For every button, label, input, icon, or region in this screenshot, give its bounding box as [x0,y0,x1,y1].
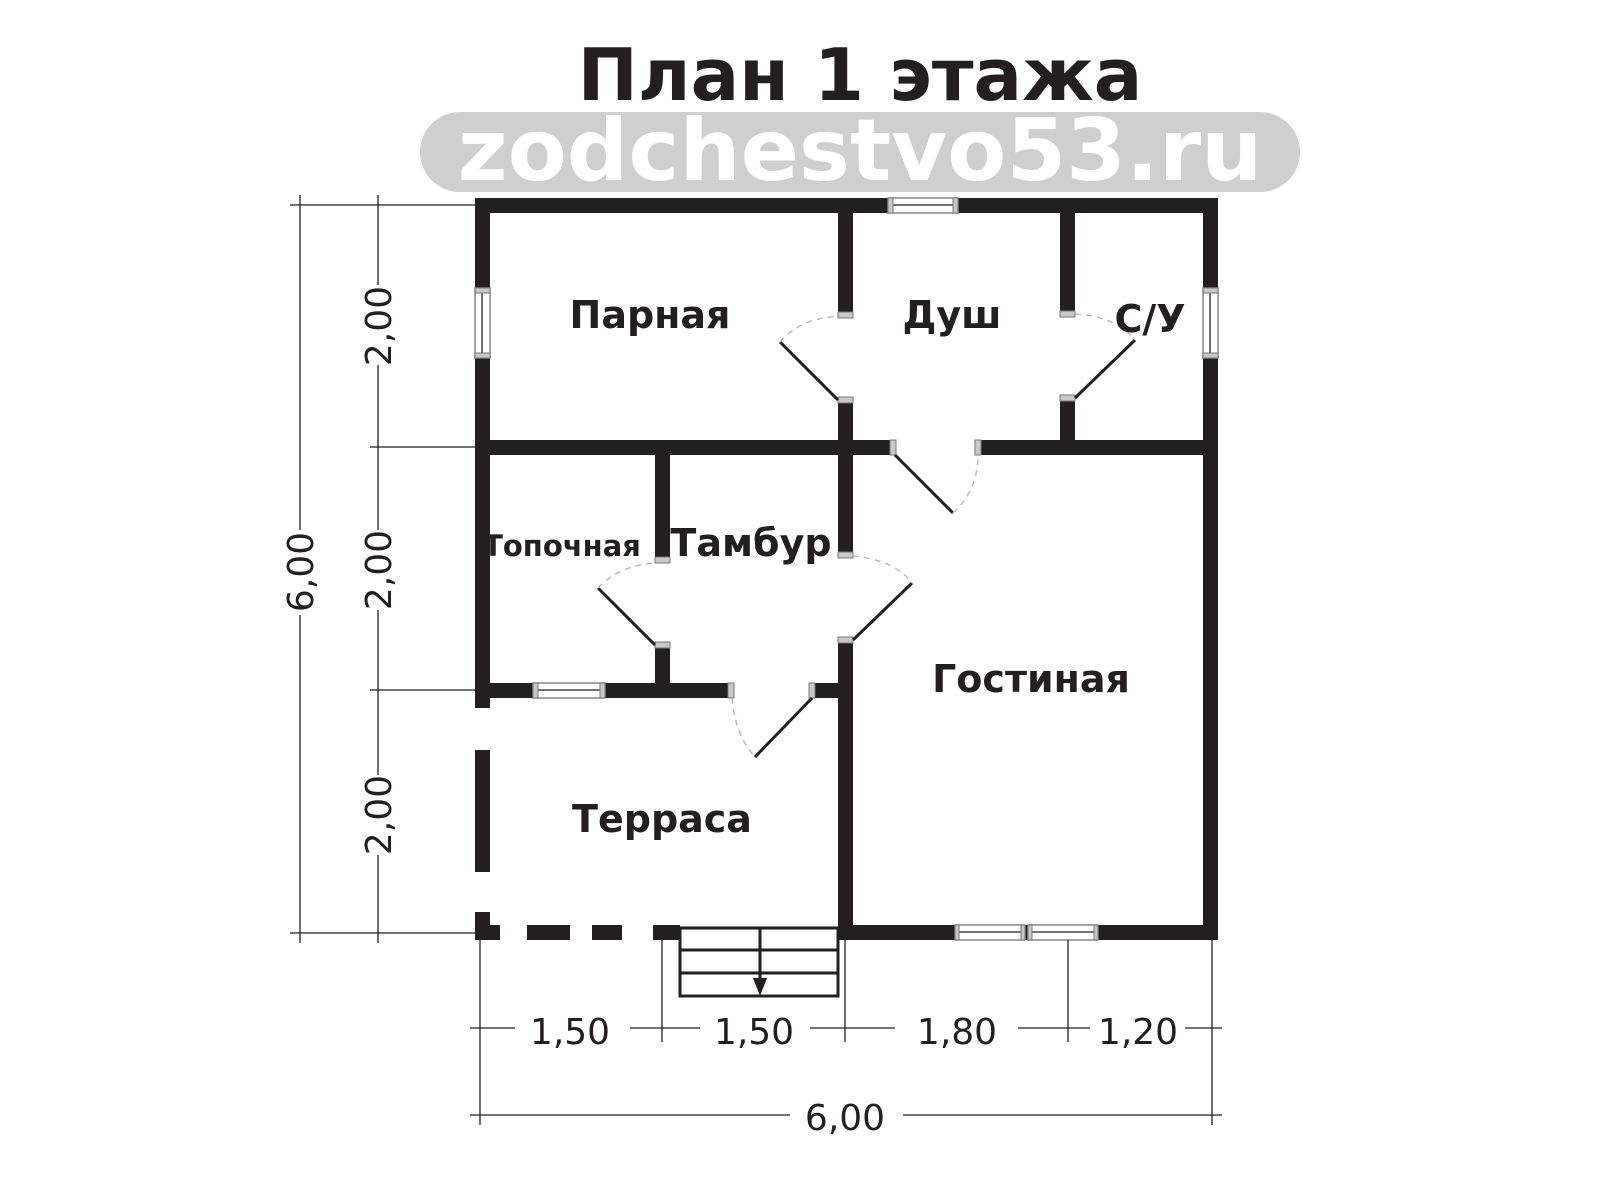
dimension-bottom-total: 6,00 [805,1098,885,1139]
room-label-tambur: Тамбур [670,521,831,565]
room-label-terrasa: Терраса [572,797,752,841]
room-label-topochnaya: Топочная [483,529,641,563]
watermark: zodchestvo53.ru [458,101,1263,201]
watermark-backdrop [420,112,1300,192]
dimension-bottom-segment: 1,50 [714,1012,794,1053]
stairs-down-arrow-icon [753,978,767,996]
plan-title: План 1 этажа [578,33,1143,117]
dimension-bottom-segment: 1,20 [1098,1012,1178,1053]
terrace-railing [475,750,680,940]
room-label-dush: Душ [903,293,1002,337]
room-label-parnaya: Парная [570,293,731,337]
entrance-stairs [678,926,840,998]
dimension-left-segment: 2,00 [359,286,400,366]
room-label-gostinaya: Гостиная [932,657,1130,701]
room-label-su: С/У [1114,297,1185,341]
left-dimension-lines [290,195,475,943]
windows [474,197,1219,941]
dimension-bottom-segment: 1,80 [917,1012,997,1053]
walls [475,198,1218,940]
dimension-left-segment: 2,00 [359,775,400,855]
bottom-dimension-lines [470,940,1222,1125]
doors [596,313,1137,759]
dimension-left-total: 6,00 [281,532,322,612]
dimension-left-segment: 2,00 [359,530,400,610]
dimension-bottom-segment: 1,50 [530,1012,610,1053]
